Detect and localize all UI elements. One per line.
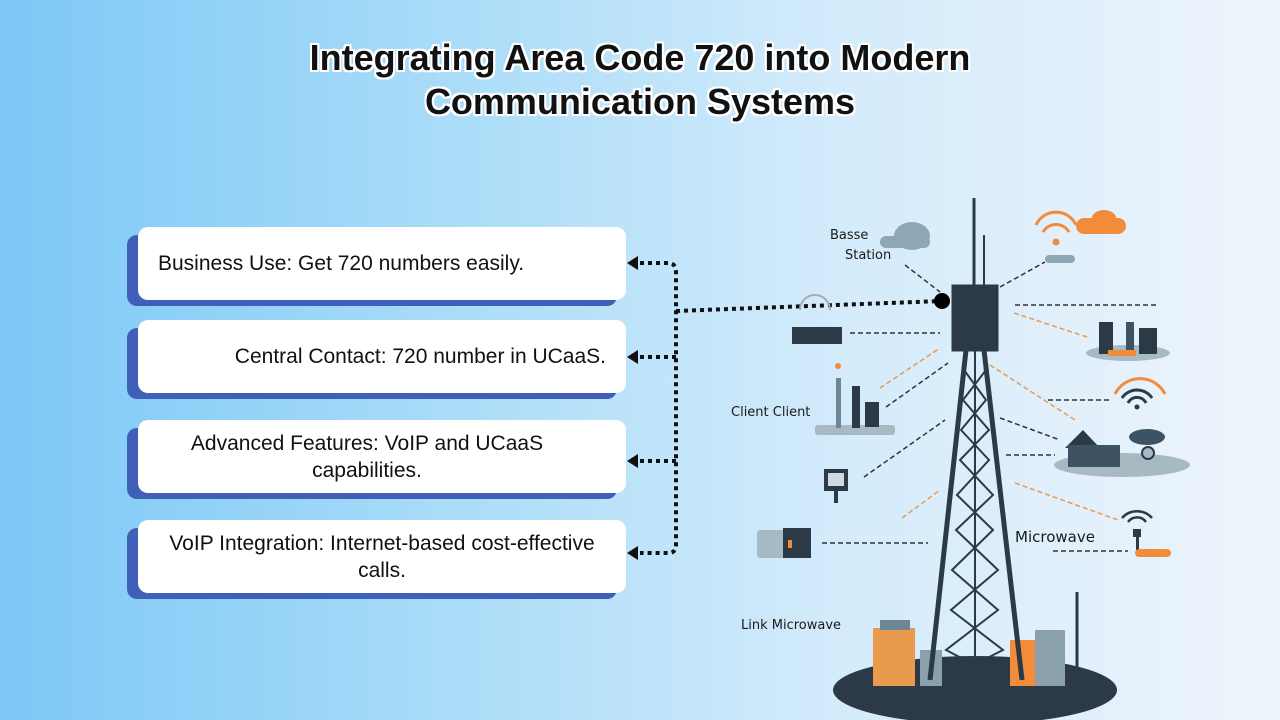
server-icon xyxy=(757,528,811,558)
antenna-wifi-icon xyxy=(1121,509,1171,557)
monitor-icon xyxy=(824,469,848,503)
label-link-microwave: Link Microwave xyxy=(741,618,842,633)
router-icon xyxy=(792,294,842,344)
dotted-connectors xyxy=(640,261,943,555)
label-client: Client Client xyxy=(731,405,811,420)
connector-dot xyxy=(934,293,950,309)
card-central-contact: Central Contact: 720 number in UCaaS. xyxy=(127,320,627,399)
tower xyxy=(927,198,1025,681)
card-advanced-features: Advanced Features: VoIP and UCaaS capabi… xyxy=(127,420,627,499)
base-buildings xyxy=(873,592,1079,686)
label-microwave: Microwave xyxy=(1015,528,1095,546)
signal-rays xyxy=(822,261,1158,552)
card-text: Business Use: Get 720 numbers easily. xyxy=(138,227,626,300)
arrow-icons xyxy=(627,256,638,560)
cloud-icon xyxy=(880,222,930,250)
factory-icon xyxy=(815,363,895,435)
house-icon xyxy=(1054,429,1190,477)
label-station: Station xyxy=(845,248,892,263)
card-business-use: Business Use: Get 720 numbers easily. xyxy=(127,227,627,306)
card-text: Central Contact: 720 number in UCaaS. xyxy=(138,320,626,393)
wifi-icon xyxy=(1113,377,1167,410)
card-text: VoIP Integration: Internet-based cost-ef… xyxy=(138,520,626,593)
title-line-1: Integrating Area Code 720 into Modern xyxy=(309,37,971,78)
title-line-2: Communication Systems xyxy=(424,81,856,122)
datacenter-icon xyxy=(1086,322,1170,361)
page-title: Integrating Area Code 720 into Modern Co… xyxy=(0,36,1280,124)
label-basse: Basse xyxy=(830,228,869,243)
wifi-cloud-icon xyxy=(1034,210,1126,263)
card-text: Advanced Features: VoIP and UCaaS capabi… xyxy=(138,420,626,493)
card-voip-integration: VoIP Integration: Internet-based cost-ef… xyxy=(127,520,627,599)
